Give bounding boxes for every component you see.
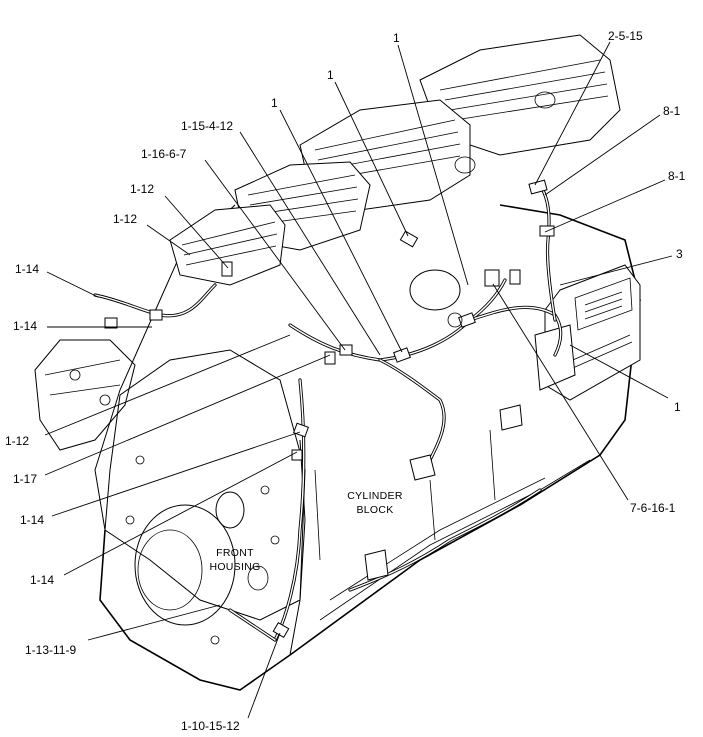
callout-8-1-upper: 8-1 (663, 104, 681, 118)
sensors (364, 91, 556, 581)
front-housing-label: FRONT HOUSING (209, 547, 260, 573)
callout-1-right: 1 (674, 400, 681, 414)
callout-1-12-upper: 1-12 (130, 182, 154, 196)
callout-8-1-lower: 8-1 (668, 169, 686, 183)
cylinder-block-label: CYLINDER BLOCK (347, 490, 403, 516)
front-housing (104, 349, 306, 645)
callout-1-14-fourth: 1-14 (30, 573, 54, 587)
callout-1-13-11-9: 1-13-11-9 (25, 643, 76, 657)
callout-1-14-second: 1-14 (13, 319, 37, 333)
callout-1-top: 1 (393, 31, 400, 45)
leader-lines (44, 41, 673, 719)
callout-1-15-4-12: 1-15-4-12 (181, 119, 233, 133)
valve-covers (169, 34, 621, 286)
callout-1-left: 1 (271, 96, 278, 110)
callout-labels: 1 1 1 2-5-15 8-1 8-1 1-15-4-12 1-16-6-7 … (5, 29, 686, 733)
callout-2-5-15: 2-5-15 (608, 29, 643, 43)
gear-cover (34, 339, 136, 451)
cylinder-block-label-line1: CYLINDER (347, 490, 403, 502)
callout-1-12-lower: 1-12 (5, 434, 29, 448)
callout-1-17: 1-17 (13, 472, 37, 486)
front-housing-label-line2: HOUSING (209, 561, 260, 573)
callout-1-12-second: 1-12 (113, 212, 137, 226)
front-housing-label-line1: FRONT (216, 547, 254, 559)
callout-1-16-6-7: 1-16-6-7 (141, 147, 187, 161)
ecm-module (534, 264, 641, 401)
cylinder-block-label-line2: BLOCK (356, 504, 393, 516)
callout-7-6-16-1: 7-6-16-1 (630, 501, 676, 515)
callout-1-14-third: 1-14 (20, 513, 44, 527)
callout-3: 3 (676, 247, 683, 261)
cylinder-block-outline (94, 204, 641, 691)
callout-1-14-upper: 1-14 (15, 262, 39, 276)
callout-1-mid: 1 (327, 68, 334, 82)
callout-1-10-15-12: 1-10-15-12 (181, 719, 240, 733)
wiring-harness (93, 179, 563, 642)
